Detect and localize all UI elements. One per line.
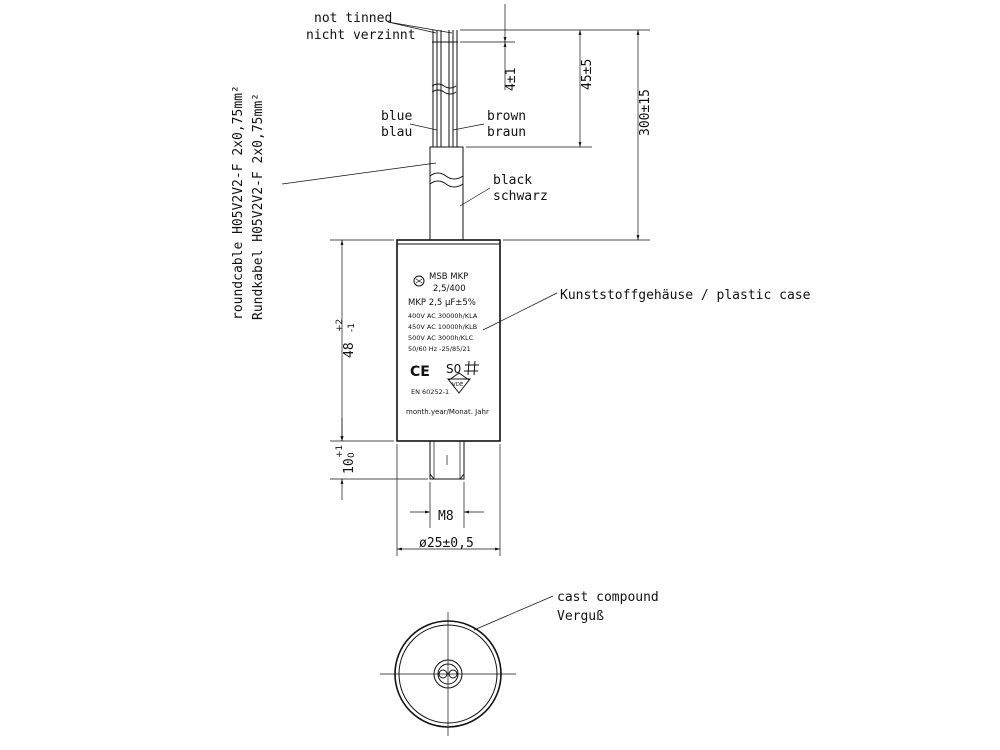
label-roundcable: roundcable H05V2V2-F 2x0,75mm²: [231, 85, 246, 320]
label-rundkabel: Rundkabel H05V2V2-F 2x0,75mm²: [251, 93, 266, 320]
label-black: black: [493, 173, 532, 188]
m8-threaded-stud: [429, 440, 465, 480]
dim-10-tol-zero: 0: [347, 452, 357, 458]
case-line1: MSB MKP: [429, 272, 468, 282]
dimensions: 4±1 45±5 300±15 48 +2 -1 10 +1 0 M8: [330, 4, 653, 556]
vde-mark: VDE: [452, 382, 464, 388]
dim-10-tol-plus: +1: [335, 445, 345, 458]
label-verguss: Verguß: [557, 609, 604, 624]
wire-leads: [431, 30, 458, 147]
case-line7: 50/60 Hz -25/85/21: [408, 345, 471, 353]
case-print: MSB MKP 2,5/400 MKP 2,5 µF±5% 400V AC 30…: [406, 272, 489, 416]
label-cast-compound: cast compound: [557, 590, 659, 605]
dim-diameter: ø25±0,5: [419, 536, 474, 551]
case-line3: MKP 2,5 µF±5%: [408, 298, 476, 308]
label-blau: blau: [381, 125, 412, 140]
label-brown: brown: [487, 109, 526, 124]
case-line6: 500V AC 3000h/KLC: [408, 334, 474, 342]
dim-45: 45±5: [580, 59, 595, 90]
round-cable: [429, 146, 464, 241]
case-norm: EN 60252-1: [411, 388, 449, 396]
case-line5: 450V AC 10000h/KLB: [408, 323, 477, 331]
case-line2: 2,5/400: [433, 284, 466, 294]
label-plastic-case: Kunststoffgehäuse / plastic case: [560, 288, 811, 303]
dim-4: 4±1: [504, 68, 519, 91]
s0-mark: S0: [446, 362, 461, 376]
label-braun: braun: [487, 125, 526, 140]
dim-300: 300±15: [638, 89, 653, 136]
logo-icon: [413, 275, 425, 287]
dim-10: 10: [342, 458, 357, 474]
ce-mark-icon: CE: [410, 364, 430, 380]
dim-48-tol-plus: +2: [335, 319, 345, 332]
vde-triangle-icon: [446, 372, 472, 394]
labels: not tinned nicht verzinnt blue blau brow…: [231, 11, 811, 631]
label-nicht-verzinnt: nicht verzinnt: [306, 28, 416, 43]
case-date: month.year/Monat. Jahr: [406, 408, 489, 416]
label-not-tinned: not tinned: [314, 11, 392, 26]
label-blue: blue: [381, 109, 412, 124]
dim-m8: M8: [438, 509, 454, 524]
label-schwarz: schwarz: [493, 189, 548, 204]
case-line4: 400V AC 30000h/KLA: [408, 312, 478, 320]
dim-48: 48: [342, 342, 357, 358]
dim-48-tol-minus: -1: [347, 323, 357, 332]
hash-mark-icon: [464, 360, 479, 376]
bottom-view: [380, 612, 516, 736]
